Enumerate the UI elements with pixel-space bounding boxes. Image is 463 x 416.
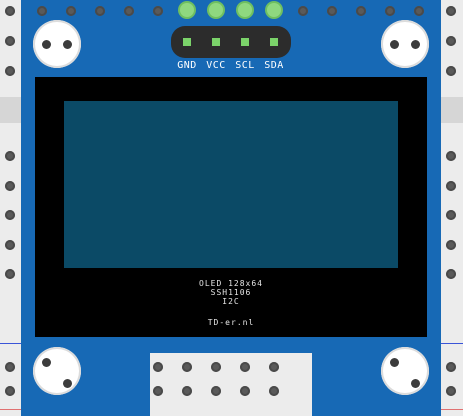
breadboard-hole[interactable] <box>446 269 456 279</box>
breadboard-hole[interactable] <box>66 6 76 16</box>
breadboard-hole[interactable] <box>327 6 337 16</box>
mounting-hole-bottom-left <box>33 347 81 395</box>
breadboard-hole[interactable] <box>446 36 456 46</box>
connected-hole-gnd[interactable] <box>180 3 194 17</box>
breadboard-hole[interactable] <box>298 6 308 16</box>
pin-scl[interactable] <box>241 38 249 46</box>
pin-label-sda: SDA <box>264 60 284 71</box>
breadboard-hole[interactable] <box>385 6 395 16</box>
breadboard-hole[interactable] <box>446 6 456 16</box>
pin-label-gnd: GND <box>177 60 197 71</box>
connected-hole-vcc[interactable] <box>209 3 223 17</box>
breadboard-hole[interactable] <box>5 181 15 191</box>
breadboard-hole[interactable] <box>269 386 279 396</box>
breadboard-hole[interactable] <box>37 6 47 16</box>
breadboard-hole[interactable] <box>446 240 456 250</box>
breadboard-hole[interactable] <box>153 386 163 396</box>
breadboard-hole[interactable] <box>5 66 15 76</box>
breadboard-hole[interactable] <box>446 362 456 372</box>
breadboard-hole[interactable] <box>414 6 424 16</box>
breadboard-hole[interactable] <box>211 386 221 396</box>
breadboard-hole[interactable] <box>446 66 456 76</box>
mounting-hole-top-right <box>381 20 429 68</box>
breadboard-hole[interactable] <box>5 151 15 161</box>
breadboard-hole[interactable] <box>5 6 15 16</box>
breadboard-hole[interactable] <box>446 151 456 161</box>
pin-header <box>171 26 291 58</box>
breadboard-hole[interactable] <box>356 6 366 16</box>
breadboard-hole[interactable] <box>446 386 456 396</box>
breadboard-hole[interactable] <box>5 362 15 372</box>
breadboard-hole[interactable] <box>5 269 15 279</box>
connected-hole-scl[interactable] <box>238 3 252 17</box>
breadboard-hole[interactable] <box>153 6 163 16</box>
breadboard-hole[interactable] <box>124 6 134 16</box>
module-info-driver: SSH1106 <box>210 288 252 297</box>
pin-gnd[interactable] <box>183 38 191 46</box>
pin-vcc[interactable] <box>212 38 220 46</box>
mounting-hole-bottom-right <box>381 347 429 395</box>
breadboard-hole[interactable] <box>211 362 221 372</box>
pin-label-scl: SCL <box>235 60 255 71</box>
board-cutout <box>150 353 312 416</box>
module-info-website: TD-er.nl <box>207 318 255 327</box>
pin-sda[interactable] <box>270 38 278 46</box>
breadboard-hole[interactable] <box>446 210 456 220</box>
breadboard-hole[interactable] <box>5 36 15 46</box>
module-info-model: OLED 128x64 <box>199 279 263 288</box>
breadboard-hole[interactable] <box>153 362 163 372</box>
breadboard-hole[interactable] <box>240 362 250 372</box>
breadboard-hole[interactable] <box>269 362 279 372</box>
breadboard-hole[interactable] <box>5 240 15 250</box>
oled-screen[interactable] <box>64 101 398 268</box>
pin-label-vcc: VCC <box>206 60 226 71</box>
breadboard-hole[interactable] <box>5 386 15 396</box>
breadboard-hole[interactable] <box>446 181 456 191</box>
breadboard-hole[interactable] <box>182 386 192 396</box>
breadboard-hole[interactable] <box>95 6 105 16</box>
module-info-interface: I2C <box>222 297 240 306</box>
breadboard-hole[interactable] <box>240 386 250 396</box>
mounting-hole-top-left <box>33 20 81 68</box>
breadboard-hole[interactable] <box>5 210 15 220</box>
breadboard-hole[interactable] <box>182 362 192 372</box>
connected-hole-sda[interactable] <box>267 3 281 17</box>
